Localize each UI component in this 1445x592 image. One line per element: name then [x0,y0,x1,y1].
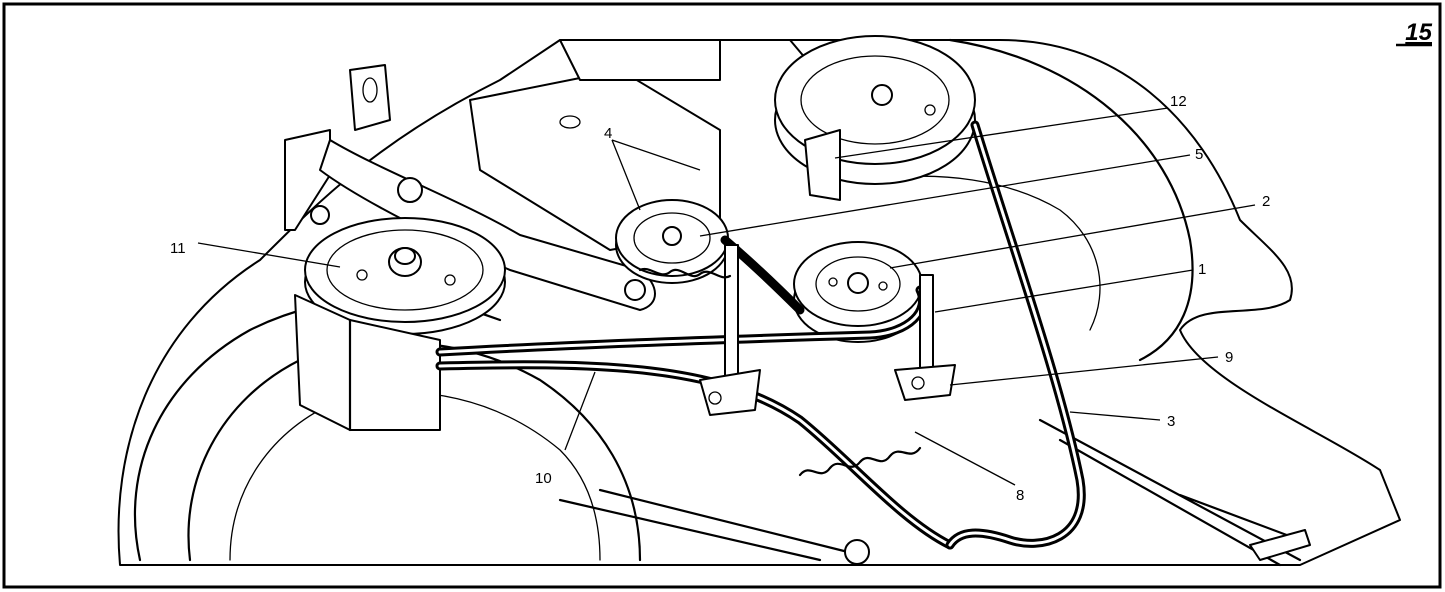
rail-bolt [844,539,870,565]
drive-belt-guard [804,129,841,201]
left-bracket [284,129,331,231]
callout-leaders [197,107,1256,486]
top-left-lug [349,64,391,131]
tower-top [559,39,721,81]
idler-pulley-lower [793,241,923,343]
idler-pulley-upper [615,199,729,284]
left-spindle-pulley [304,217,506,335]
belt-guide-rod-right [919,274,934,376]
callout-1: 1 [1198,261,1206,278]
callout-12: 12 [1170,93,1187,110]
mower-deck-drawing [117,35,1401,567]
guide-foot-right [894,364,956,401]
tension-spring-upper [638,267,732,279]
callout-5: 5 [1195,146,1203,163]
figure-number: 15 [1405,19,1432,46]
rail-end [1249,529,1311,561]
right-rail [1038,418,1302,567]
callout-3: 3 [1167,413,1175,430]
callout-2: 2 [1262,193,1270,210]
drive-pulley [774,35,976,185]
lower-rail [558,488,862,562]
belt-guide-rod-left [724,244,739,381]
tension-spring-lower [798,446,922,477]
callout-4: 4 [604,125,612,142]
callout-9: 9 [1225,349,1233,366]
callout-labels: 12 5 2 1 9 3 8 10 11 4 [170,93,1270,504]
callout-11: 11 [170,240,186,257]
arm-pivot [624,279,646,301]
bracket-bolt [310,205,330,225]
lug-hole [362,77,378,103]
callout-8: 8 [1016,487,1024,504]
callout-10: 10 [535,470,552,487]
tower-slot [559,115,581,129]
arm-bolt [397,177,423,203]
right-bowl-edge [948,38,1194,362]
deck-shell [117,39,1401,566]
right-bowl-inner [869,175,1101,331]
